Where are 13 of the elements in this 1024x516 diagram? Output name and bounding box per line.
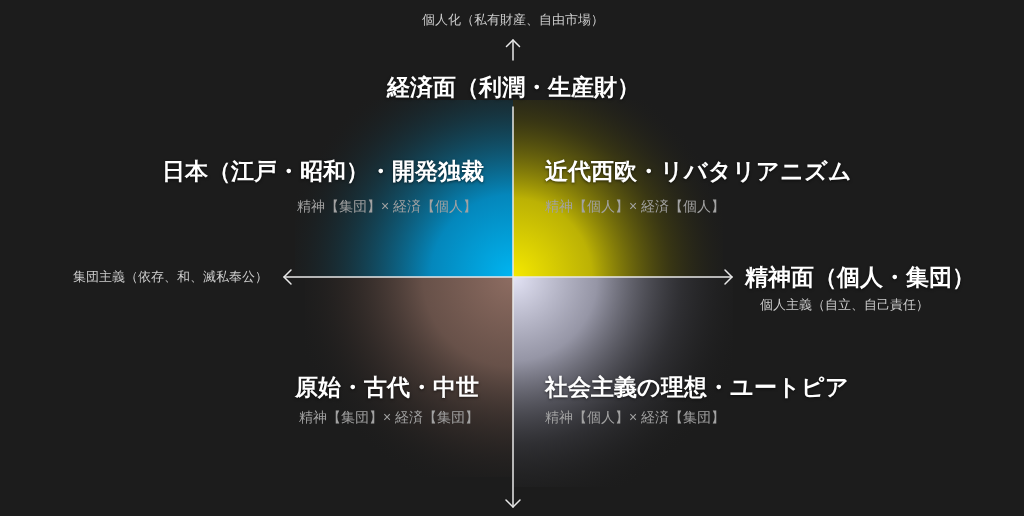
axis-title: 精神面（個人・集団） [745, 262, 975, 292]
quadrant-title: 近代西欧・リバタリアニズム [545, 156, 852, 186]
quadrant-title: 社会主義の理想・ユートピア [545, 372, 849, 402]
axis-caption: 集団主義（依存、和、滅私奉公） [73, 268, 268, 286]
axis-caption: 個人化（私有財産、自由市場） [422, 11, 604, 29]
quadrant-subtitle: 精神【個人】× 経済【個人】 [545, 198, 726, 216]
quadrant-subtitle: 精神【集団】× 経済【集団】 [298, 409, 479, 427]
axis-title: 経済面（利潤・生産財） [386, 72, 640, 102]
quadrant-subtitle: 精神【集団】× 経済【個人】 [296, 198, 477, 216]
quadrant-title: 日本（江戸・昭和）・開発独裁 [162, 156, 484, 186]
quadrant-title: 原始・古代・中世 [295, 372, 479, 402]
axis-caption: 個人主義（自立、自己責任） [760, 296, 929, 314]
quadrant-subtitle: 精神【個人】× 経済【集団】 [545, 409, 726, 427]
